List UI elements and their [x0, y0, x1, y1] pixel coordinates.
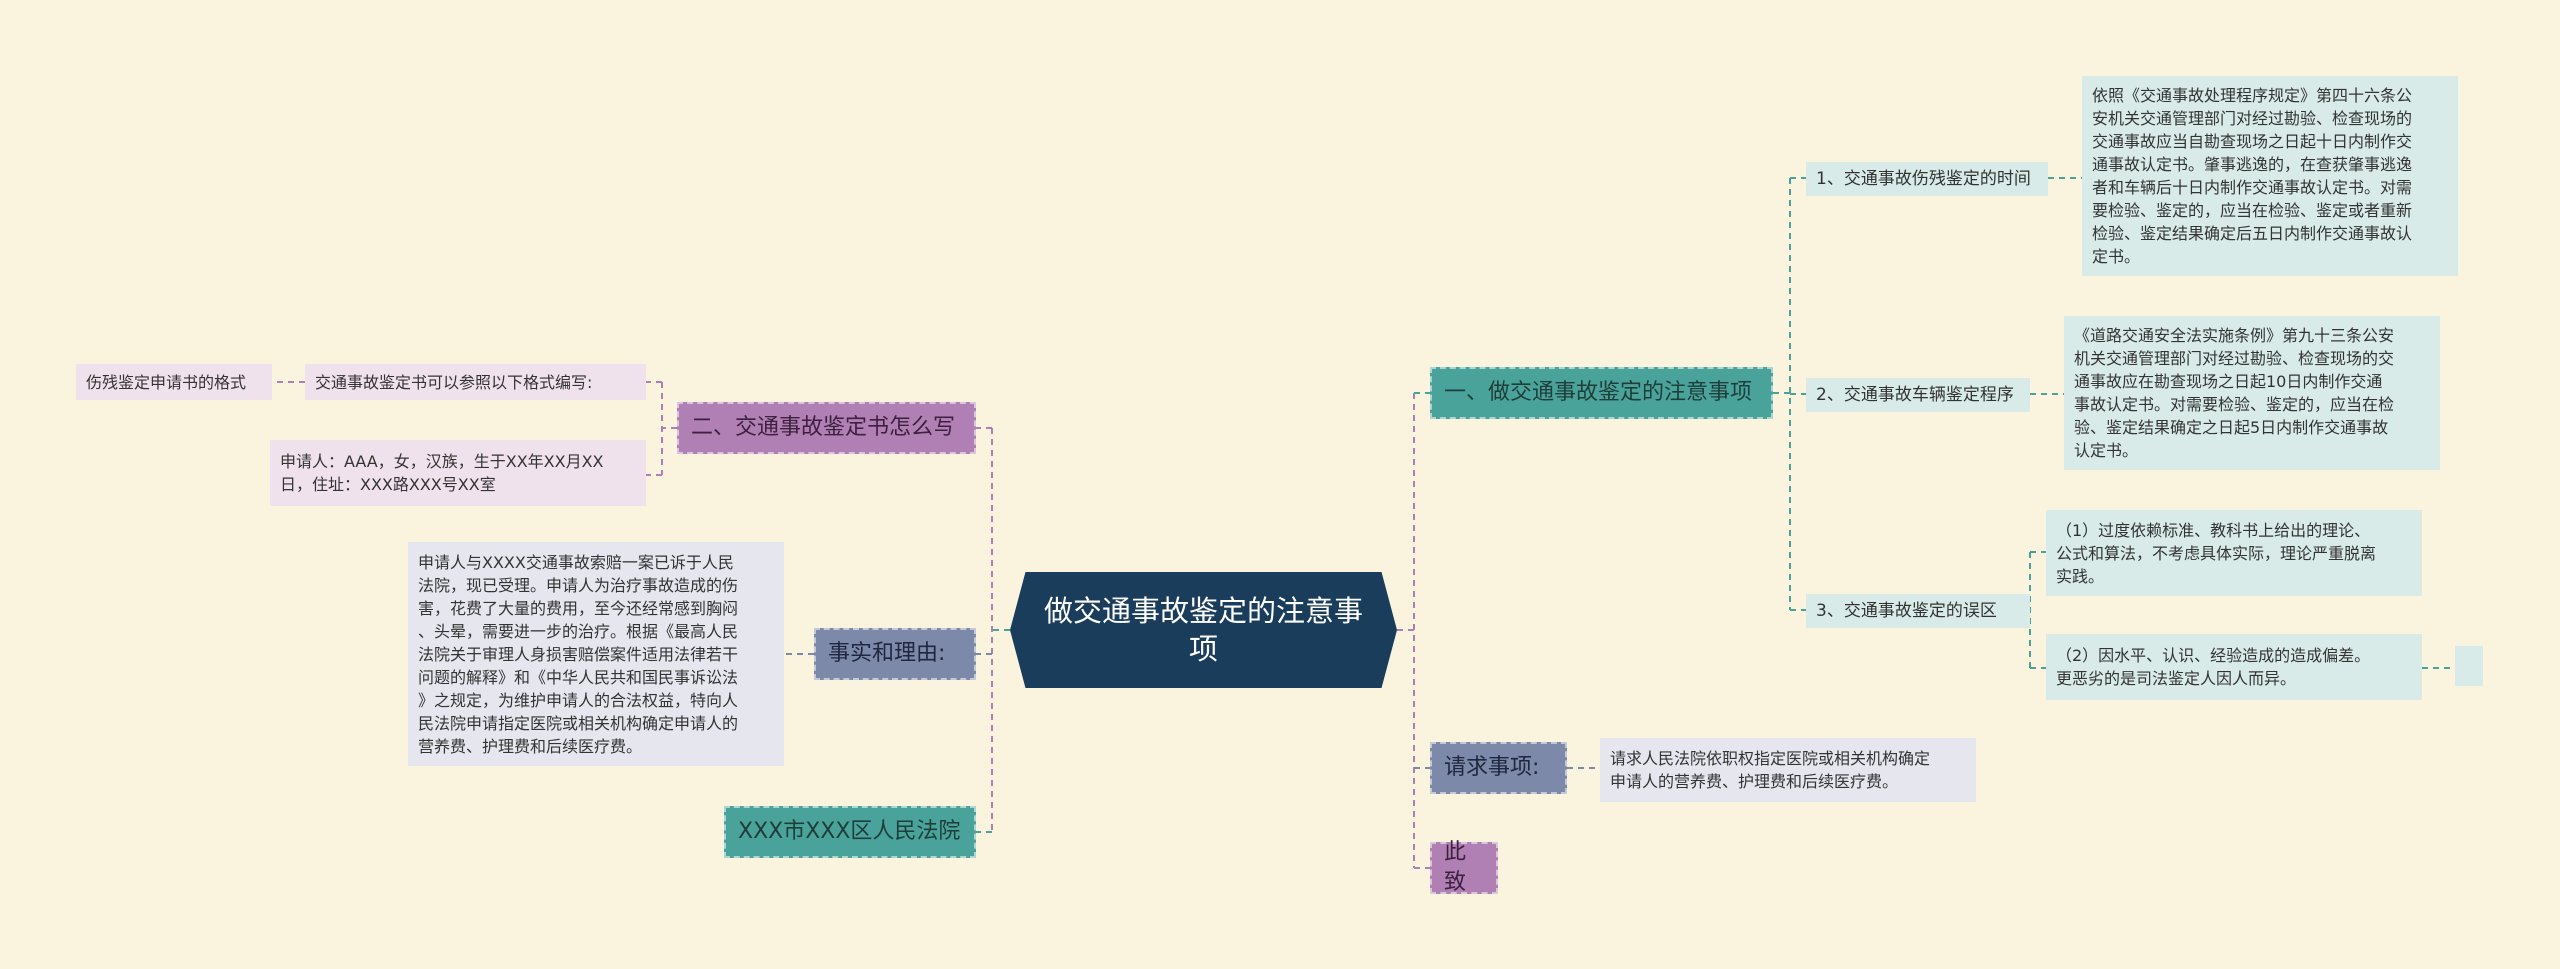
topic-misconceptions[interactable]: 3、交通事故鉴定的误区: [1806, 594, 2030, 628]
root-topic[interactable]: 做交通事故鉴定的注意事 项: [1010, 572, 1397, 688]
detail-misconception-1: （1）过度依赖标准、教科书上给出的理论、 公式和算法，不考虑具体实际，理论严重脱…: [2046, 510, 2422, 596]
detail-facts-reasons: 申请人与XXXX交通事故索赔一案已诉于人民 法院，现已受理。申请人为治疗事故造成…: [408, 542, 784, 766]
branch-sincerely[interactable]: 此致: [1430, 840, 1498, 895]
detail-vehicle-procedure: 《道路交通安全法实施条例》第九十三条公安 机关交通管理部门对经过勘验、检查现场的…: [2064, 316, 2440, 470]
topic-disability-timing[interactable]: 1、交通事故伤残鉴定的时间: [1806, 162, 2048, 196]
detail-applicant-info: 申请人：AAA，女，汉族，生于XX年XX月XX 日，住址：XXX路XXX号XX室: [270, 440, 646, 506]
branch-facts-reasons[interactable]: 事实和理由:: [814, 628, 976, 680]
topic-vehicle-procedure[interactable]: 2、交通事故车辆鉴定程序: [1806, 378, 2030, 412]
empty-note-node[interactable]: [2455, 646, 2483, 686]
branch-court[interactable]: XXX市XXX区人民法院: [724, 806, 976, 858]
branch-how-to-write[interactable]: 二、交通事故鉴定书怎么写: [677, 402, 976, 454]
detail-format-title: 伤残鉴定申请书的格式: [76, 364, 272, 400]
detail-request: 请求人民法院依职权指定医院或相关机构确定 申请人的营养费、护理费和后续医疗费。: [1600, 738, 1976, 802]
detail-misconception-2: （2）因水平、认识、经验造成的造成偏差。 更恶劣的是司法鉴定人因人而异。: [2046, 634, 2422, 700]
topic-format-reference[interactable]: 交通事故鉴定书可以参照以下格式编写:: [305, 364, 646, 400]
detail-disability-timing: 依照《交通事故处理程序规定》第四十六条公 安机关交通管理部门对经过勘验、检查现场…: [2082, 76, 2458, 276]
branch-precautions[interactable]: 一、做交通事故鉴定的注意事项: [1430, 367, 1773, 419]
branch-request[interactable]: 请求事项:: [1430, 742, 1567, 794]
